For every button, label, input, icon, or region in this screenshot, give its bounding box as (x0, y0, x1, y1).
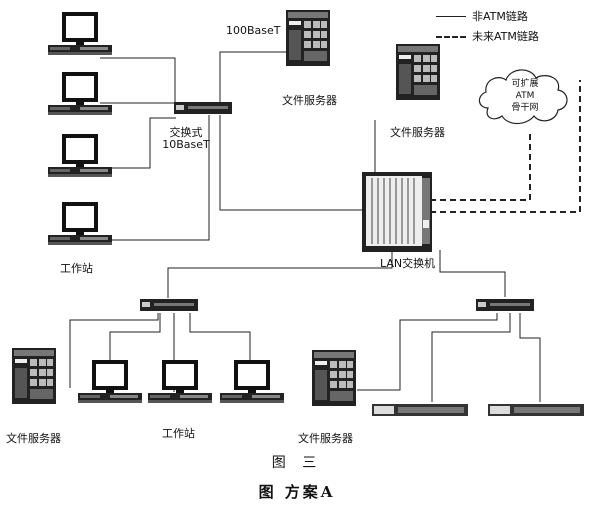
hub-right (476, 299, 534, 311)
switch-label-bottom: 10BaseT (162, 138, 210, 151)
workstation-bottom-label: 工作站 (162, 427, 195, 440)
workstation-left-3 (48, 134, 112, 177)
cloud-line-3: 骨干网 (511, 103, 539, 113)
cloud-line-2: ATM (515, 91, 535, 101)
scheme-caption: 图 方案A (258, 483, 336, 501)
lan-switch (362, 172, 432, 252)
legend-dashed-line (436, 36, 466, 38)
file-server-bottom-mid-label: 文件服务器 (298, 432, 353, 445)
file-server-bottom-left-label: 文件服务器 (6, 432, 61, 445)
lan-switch-label: LAN交换机 (380, 257, 436, 270)
switch-label-top: 交换式 (169, 126, 203, 139)
workstation-left-1 (48, 12, 112, 55)
rack-device-1 (372, 404, 468, 416)
workstation-bottom-3 (220, 360, 284, 403)
switch-10baset (174, 102, 232, 114)
workstation-bottom-2 (148, 360, 212, 403)
figure-caption: 图 三 (271, 455, 323, 471)
legend-solid-line (436, 16, 466, 17)
workstation-left-4 (48, 202, 112, 245)
rack-device-2 (488, 404, 584, 416)
dashed-links (430, 80, 581, 213)
file-server-top (286, 10, 330, 66)
file-server-top-label: 文件服务器 (282, 94, 337, 107)
file-server-bottom-mid (312, 350, 356, 406)
file-server-right-label: 文件服务器 (390, 126, 445, 139)
file-server-bottom-left (12, 348, 56, 404)
file-server-right (396, 44, 440, 100)
legend-non-atm-label: 非ATM链路 (472, 10, 528, 23)
atm-backbone-cloud (478, 69, 568, 125)
top-link-label: 100BaseT (226, 24, 281, 37)
hub-left (140, 299, 198, 311)
workstation-left-label: 工作站 (60, 262, 93, 275)
workstation-left-2 (48, 72, 112, 115)
workstation-bottom-1 (78, 360, 142, 403)
cloud-line-1: 可扩展 (511, 79, 539, 89)
legend-future-atm-label: 未来ATM链路 (472, 30, 539, 43)
